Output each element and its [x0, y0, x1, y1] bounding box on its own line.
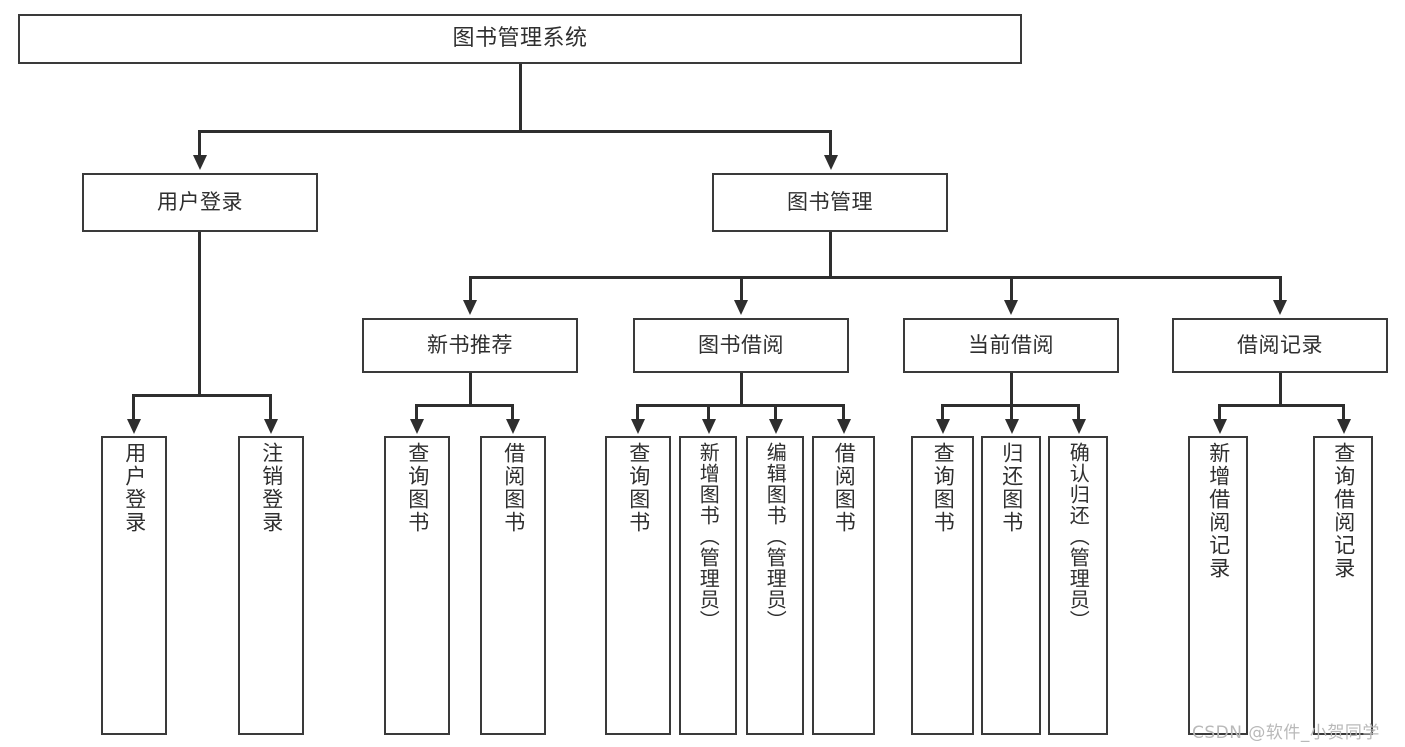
connector-root-to-login [198, 130, 201, 157]
connector-borrowrecord-to-leaf1 [1218, 404, 1221, 421]
leaf-user-login[interactable]: 用户登录 [101, 436, 167, 735]
node-label: 查询图书 [931, 442, 956, 534]
connector-bookmgmt-stem [829, 232, 832, 278]
leaf-query-book-recommend[interactable]: 查询图书 [384, 436, 450, 735]
arrowhead-newbook-to-leaf2 [506, 419, 520, 434]
node-label: 图书借阅 [698, 333, 784, 358]
connector-login-stem [198, 232, 201, 396]
connector-borrowrecord-bus [1219, 404, 1344, 407]
node-label: 编辑图书（管理员） [763, 442, 788, 631]
arrowhead-login-to-leaf1 [127, 419, 141, 434]
connector-bookborrow-bus [637, 404, 844, 407]
arrowhead-borrowrecord-to-leaf2 [1337, 419, 1351, 434]
arrowhead-currentborrow-to-leaf3 [1072, 419, 1086, 434]
leaf-query-book-current[interactable]: 查询图书 [911, 436, 974, 735]
node-label: 当前借阅 [968, 333, 1054, 358]
arrowhead-login-to-leaf2 [264, 419, 278, 434]
leaf-confirm-return-admin[interactable]: 确认归还（管理员） [1048, 436, 1108, 735]
node-label: 查询借阅记录 [1331, 442, 1356, 580]
arrowhead-newbook-to-leaf1 [410, 419, 424, 434]
connector-currentborrow-to-leaf3 [1077, 404, 1080, 421]
connector-root-stem [519, 64, 522, 132]
node-label: 借阅图书 [501, 442, 526, 534]
arrowhead-root-to-login [193, 155, 207, 170]
node-label: 归还图书 [999, 442, 1024, 534]
arrowhead-currentborrow-to-leaf2 [1005, 419, 1019, 434]
node-label: 借阅记录 [1237, 333, 1323, 358]
node-book-management[interactable]: 图书管理 [712, 173, 948, 232]
connector-root-bus [198, 130, 831, 133]
arrowhead-bookborrow-to-leaf2 [702, 419, 716, 434]
connector-bookmgmt-to-record [1279, 276, 1282, 301]
connector-newbook-stem [469, 373, 472, 406]
connector-login-to-leaf1 [132, 394, 135, 420]
node-label: 新书推荐 [427, 333, 513, 358]
connector-currentborrow-to-leaf2 [1010, 404, 1013, 421]
leaf-query-borrow-record[interactable]: 查询借阅记录 [1313, 436, 1373, 735]
node-book-borrow[interactable]: 图书借阅 [633, 318, 849, 373]
arrowhead-bookmgmt-to-borrow [734, 300, 748, 315]
leaf-edit-book-admin[interactable]: 编辑图书（管理员） [746, 436, 804, 735]
node-label: 查询图书 [626, 442, 651, 534]
connector-bookborrow-stem [740, 373, 743, 406]
node-label: 注销登录 [259, 442, 284, 534]
arrowhead-bookborrow-to-leaf1 [631, 419, 645, 434]
node-label: 新增借阅记录 [1206, 442, 1231, 580]
leaf-add-book-admin[interactable]: 新增图书（管理员） [679, 436, 737, 735]
connector-bookborrow-to-leaf1 [636, 404, 639, 421]
connector-newbook-bus [416, 404, 513, 407]
connector-currentborrow-stem [1010, 373, 1013, 406]
connector-bookborrow-to-leaf2 [707, 404, 710, 421]
connector-newbook-to-leaf2 [511, 404, 514, 421]
connector-bookmgmt-to-new [469, 276, 472, 301]
arrowhead-bookborrow-to-leaf3 [769, 419, 783, 434]
arrowhead-bookmgmt-to-current [1004, 300, 1018, 315]
connector-newbook-to-leaf1 [415, 404, 418, 421]
watermark-text: CSDN @软件_小贺同学 [1192, 723, 1380, 743]
node-root-system[interactable]: 图书管理系统 [18, 14, 1022, 64]
connector-bookborrow-to-leaf4 [842, 404, 845, 421]
node-user-login[interactable]: 用户登录 [82, 173, 318, 232]
node-label: 用户登录 [157, 190, 243, 215]
connector-bookborrow-to-leaf3 [774, 404, 777, 421]
node-label: 新增图书（管理员） [696, 442, 721, 631]
connector-bookmgmt-to-current [1010, 276, 1013, 301]
connector-borrowrecord-stem [1279, 373, 1282, 406]
arrowhead-root-to-bookmgmt [824, 155, 838, 170]
node-label: 图书管理系统 [452, 26, 588, 52]
connector-login-bus [133, 394, 271, 397]
connector-root-to-bookmgmt [829, 130, 832, 157]
arrowhead-bookborrow-to-leaf4 [837, 419, 851, 434]
node-label: 确认归还（管理员） [1066, 442, 1091, 631]
node-label: 图书管理 [787, 190, 873, 215]
connector-currentborrow-to-leaf1 [941, 404, 944, 421]
node-new-book-recommend[interactable]: 新书推荐 [362, 318, 578, 373]
arrowhead-currentborrow-to-leaf1 [936, 419, 950, 434]
node-label: 用户登录 [122, 442, 147, 534]
leaf-borrow-book[interactable]: 借阅图书 [812, 436, 875, 735]
leaf-logout[interactable]: 注销登录 [238, 436, 304, 735]
leaf-add-borrow-record[interactable]: 新增借阅记录 [1188, 436, 1248, 735]
node-label: 借阅图书 [832, 442, 857, 534]
connector-bookmgmt-to-borrow [740, 276, 743, 301]
arrowhead-bookmgmt-to-new [463, 300, 477, 315]
node-label: 查询图书 [405, 442, 430, 534]
connector-login-to-leaf2 [269, 394, 272, 420]
connector-borrowrecord-to-leaf2 [1342, 404, 1345, 421]
node-borrow-record[interactable]: 借阅记录 [1172, 318, 1388, 373]
connector-bookmgmt-bus [469, 276, 1281, 279]
leaf-return-book[interactable]: 归还图书 [981, 436, 1041, 735]
csdn-watermark: CSDN @软件_小贺同学 [1192, 718, 1380, 743]
arrowhead-borrowrecord-to-leaf1 [1213, 419, 1227, 434]
leaf-query-book-borrow[interactable]: 查询图书 [605, 436, 671, 735]
node-current-borrow[interactable]: 当前借阅 [903, 318, 1119, 373]
leaf-borrow-book-recommend[interactable]: 借阅图书 [480, 436, 546, 735]
arrowhead-bookmgmt-to-record [1273, 300, 1287, 315]
